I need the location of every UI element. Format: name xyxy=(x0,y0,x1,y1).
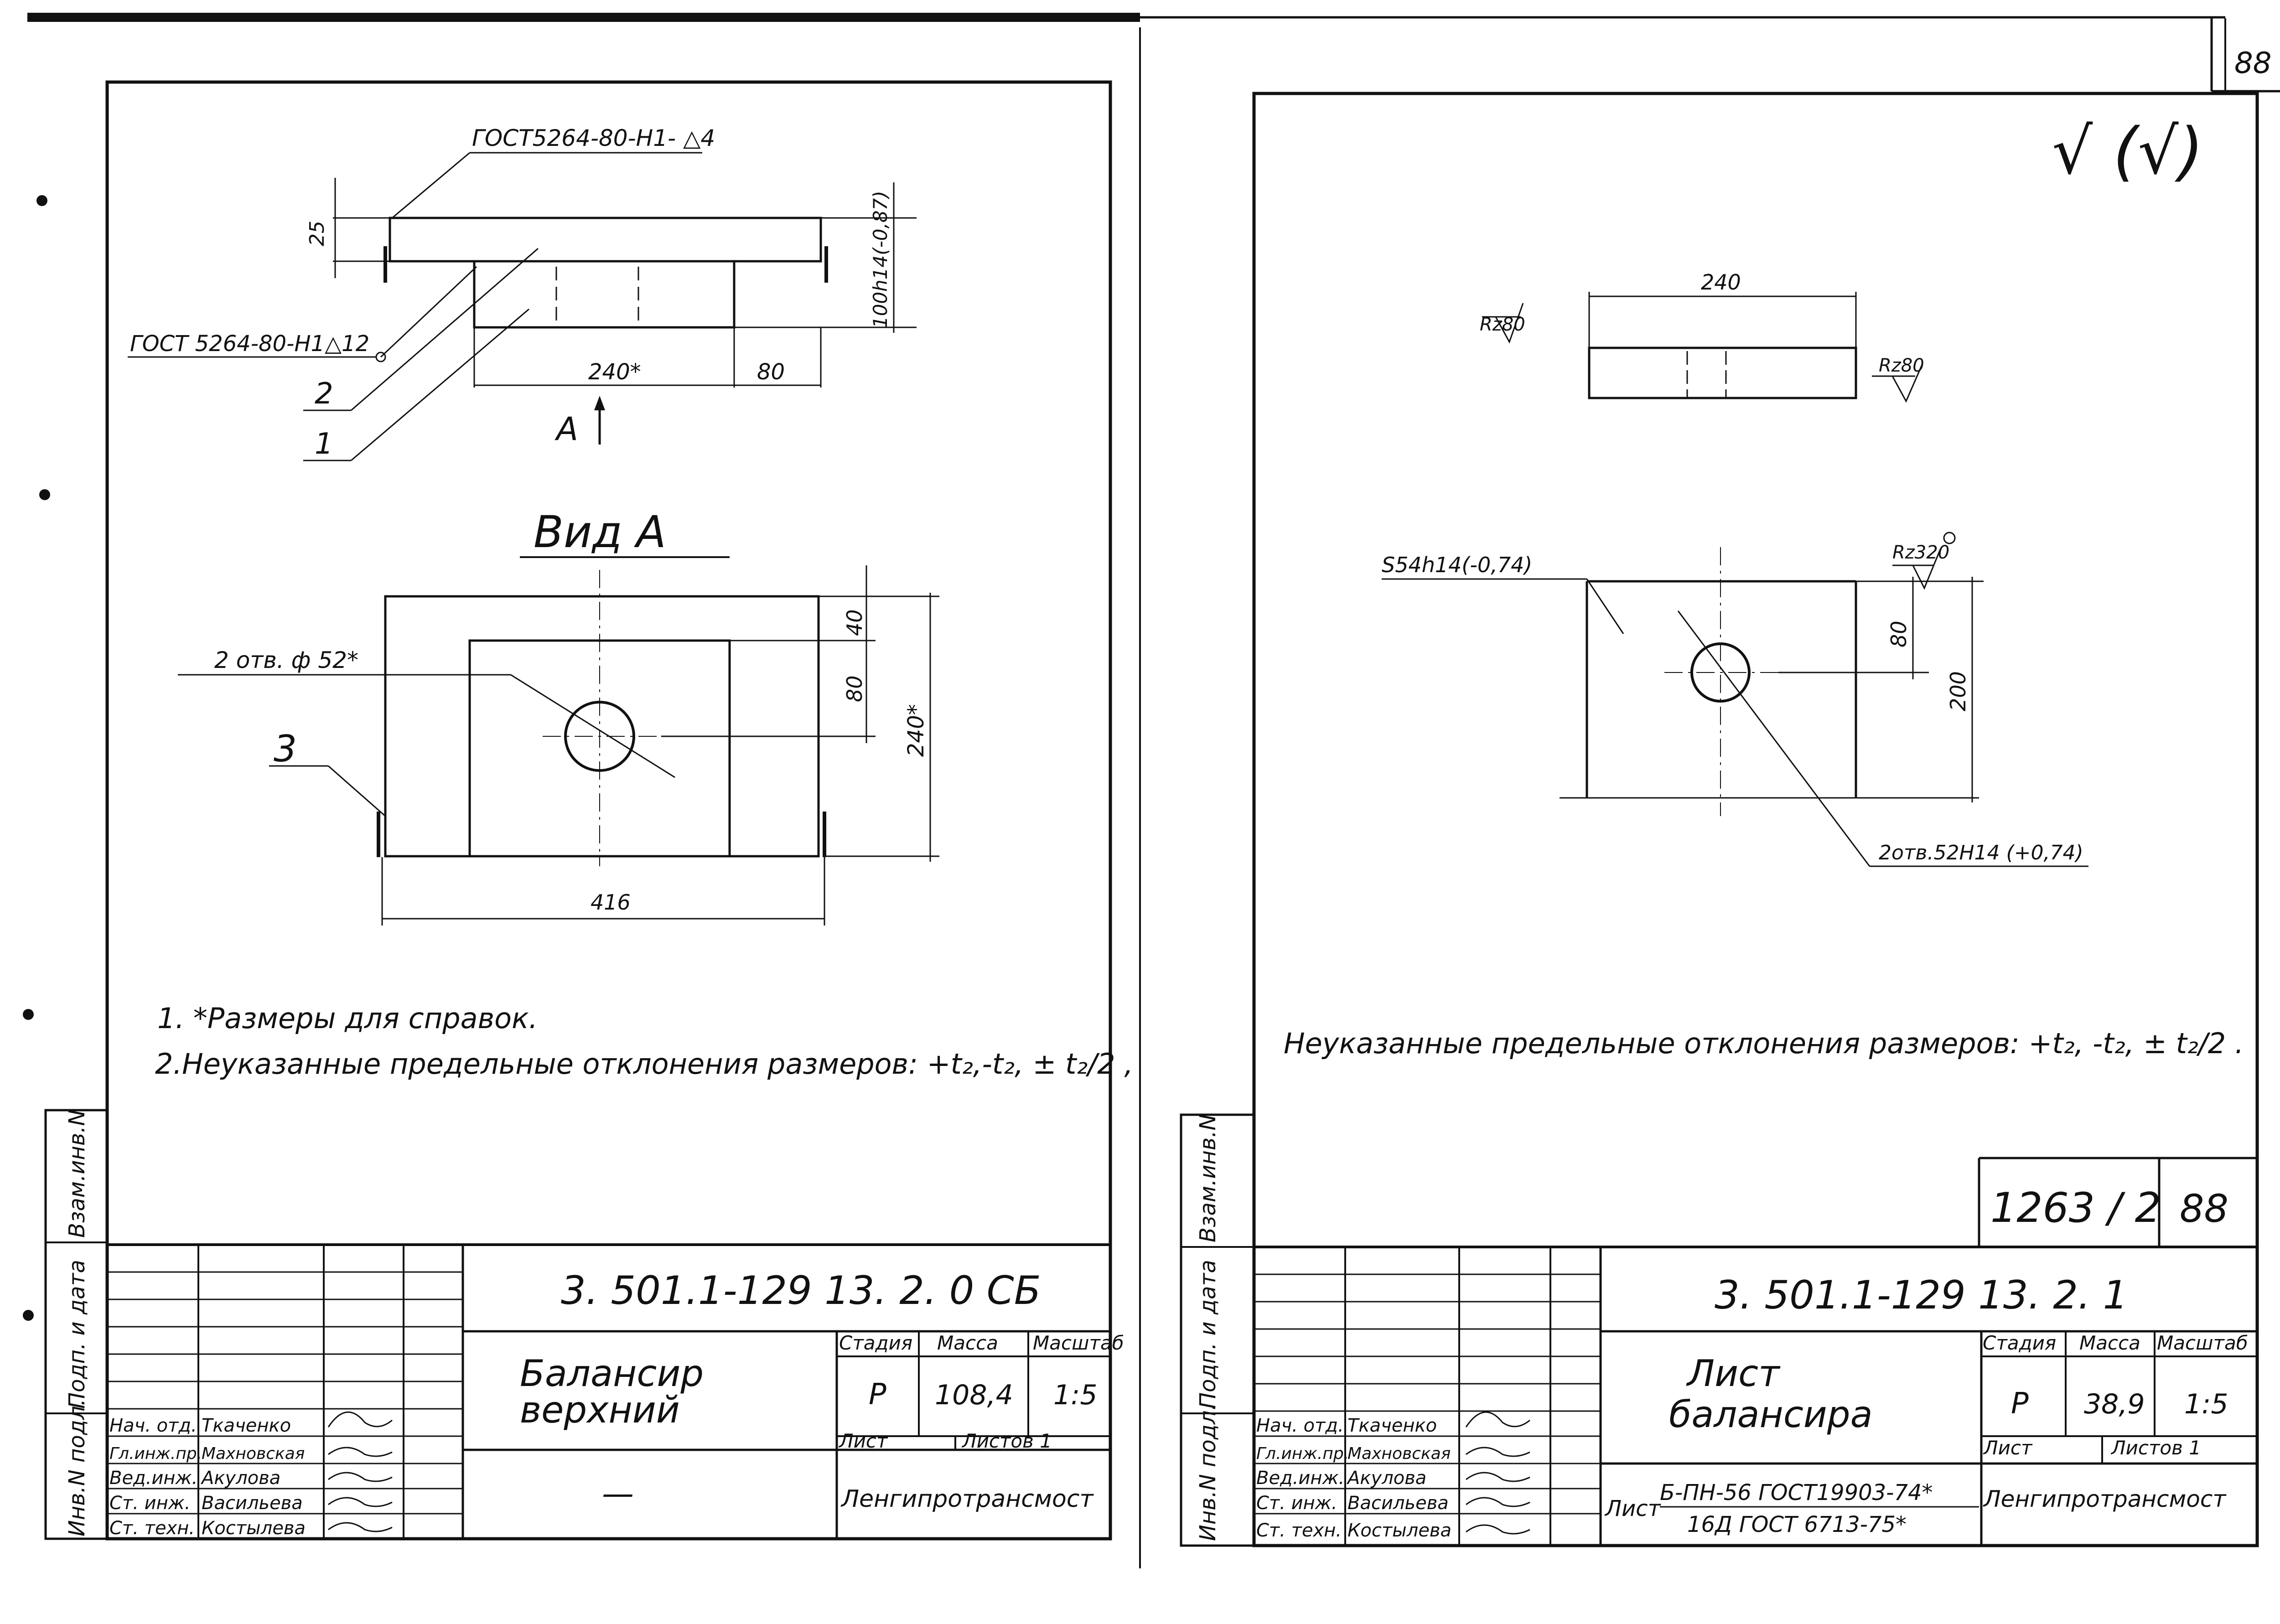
dim-240-vertical: 240* xyxy=(903,704,929,757)
right-mass: 38,9 xyxy=(2084,1388,2145,1420)
rz80-right: Rz80 xyxy=(1879,355,1924,376)
left-title-1: Балансир xyxy=(520,1352,704,1395)
right-dim-240: 240 xyxy=(1701,270,1741,295)
punch-dot xyxy=(39,489,50,500)
right-material-prefix: Лист xyxy=(1604,1496,1662,1521)
position-label-2: 2 xyxy=(315,377,333,411)
dim-80-vertical: 80 xyxy=(842,675,867,702)
hole-circle xyxy=(564,701,635,772)
right-doc-number: 3. 501.1-129 13. 2. 1 xyxy=(1715,1272,2128,1318)
note-2: 2.Неуказанные предельные отклонения разм… xyxy=(155,1047,1133,1081)
top-bar xyxy=(27,13,1140,22)
left-signer-role-4: Ст. техн. xyxy=(109,1518,195,1539)
right-thickness: S54h14(-0,74) xyxy=(1382,553,1532,577)
left-doc-number: 3. 501.1-129 13. 2. 0 СБ xyxy=(561,1268,1041,1314)
right-dim-200: 200 xyxy=(1946,671,1970,711)
right-side-label-3: Инв.N подл. xyxy=(1195,1403,1221,1541)
left-signer-role-3: Ст. инж. xyxy=(109,1493,191,1514)
left-sheet-label: Лист xyxy=(838,1430,888,1452)
position-label-3: 3 xyxy=(274,728,297,770)
right-signer-role-3: Ст. инж. xyxy=(1256,1493,1337,1514)
punch-dot xyxy=(36,195,47,206)
page-number: 88 xyxy=(2234,47,2271,80)
reg-number: 1263 / 2 xyxy=(1990,1184,2161,1232)
right-scale: 1:5 xyxy=(2184,1388,2228,1420)
left-col-mass: Масса xyxy=(937,1332,998,1354)
left-scale: 1:5 xyxy=(1053,1379,1098,1411)
left-mass: 108,4 xyxy=(935,1379,1013,1411)
punch-dot xyxy=(23,1310,34,1321)
left-sheets-label: Листов 1 xyxy=(961,1430,1052,1452)
dim-240-star: 240* xyxy=(588,359,641,385)
punch-dot xyxy=(23,1009,34,1020)
left-org: Ленгипротрансмост xyxy=(840,1485,1094,1513)
right-signer-name-1: Махновская xyxy=(1347,1444,1451,1463)
left-col-stage: Стадия xyxy=(839,1332,912,1354)
right-org: Ленгипротрансмост xyxy=(1983,1486,2227,1512)
weld-top-note: ГОСТ5264-80-Н1- △4 xyxy=(472,125,715,151)
rz320: Rz320 xyxy=(1892,542,1949,563)
left-side-label-2: Подп. и дата xyxy=(64,1260,90,1409)
right-side-label-1: Взам.инв.N xyxy=(1195,1114,1221,1242)
right-sheet-label: Лист xyxy=(1983,1437,2033,1459)
right-signer-role-2: Вед.инж. xyxy=(1256,1468,1344,1489)
right-signer-name-3: Васильева xyxy=(1347,1493,1449,1514)
dim-25: 25 xyxy=(306,221,329,246)
position-label-1: 1 xyxy=(315,427,333,461)
left-title-block: Нач. отд. Ткаченко Гл.инж.пр. Махновская… xyxy=(107,1243,1124,1539)
dim-40: 40 xyxy=(842,609,867,636)
left-signer-name-1: Махновская xyxy=(202,1444,305,1463)
right-col-stage: Стадия xyxy=(1983,1332,2056,1354)
view-arrow-label: А xyxy=(554,410,578,448)
left-signer-role-0: Нач. отд. xyxy=(109,1415,197,1436)
left-side-label-3: Инв.N подл. xyxy=(64,1399,90,1536)
left-material: — xyxy=(602,1475,634,1512)
roughness-symbol: √ (√) xyxy=(2052,114,2203,189)
right-holes-note: 2отв.52H14 (+0,74) xyxy=(1879,841,2083,864)
left-signer-name-3: Васильева xyxy=(202,1493,303,1514)
right-title-1: Лист xyxy=(1686,1352,1781,1395)
right-material-1: Б-ПН-56 ГОСТ19903-74* xyxy=(1660,1480,1933,1505)
left-col-scale: Масштаб xyxy=(1033,1332,1124,1354)
left-sheet: Взам.инв.N Подп. и дата Инв.N подл. 25 1… xyxy=(44,80,1133,1541)
right-signer-role-0: Нач. отд. xyxy=(1256,1415,1344,1436)
right-signer-name-4: Костылева xyxy=(1347,1520,1451,1541)
dim-80: 80 xyxy=(757,359,785,385)
reg-page: 88 xyxy=(2180,1186,2228,1231)
right-col-mass: Масса xyxy=(2079,1332,2140,1354)
rz80-left: Rz80 xyxy=(1480,314,1525,335)
holes-note: 2 отв. ф 52* xyxy=(214,647,358,673)
left-side-label-1: Взам.инв.N xyxy=(64,1110,90,1238)
left-stage: Р xyxy=(869,1378,886,1412)
right-side-label-2: Подп. и дата xyxy=(1195,1260,1221,1409)
right-signer-role-1: Гл.инж.пр. xyxy=(1256,1444,1349,1463)
right-note: Неуказанные предельные отклонения размер… xyxy=(1284,1027,2244,1060)
dim-100h14: 100h14(-0,87) xyxy=(869,191,891,328)
weld-left-note: ГОСТ 5264-80-Н1△12 xyxy=(130,331,369,357)
right-title-block: Нач. отд. Ткаченко Гл.инж.пр. Махновская… xyxy=(1254,1246,2257,1546)
right-signer-role-4: Ст. техн. xyxy=(1256,1520,1342,1541)
right-signer-name-2: Акулова xyxy=(1346,1468,1426,1489)
right-sheets-label: Листов 1 xyxy=(2110,1437,2201,1459)
right-sheet: Взам.инв.N Подп. и дата Инв.N подл. √ (√… xyxy=(1180,92,2259,1547)
left-signer-role-1: Гл.инж.пр. xyxy=(109,1444,202,1463)
dim-416: 416 xyxy=(591,890,631,915)
left-signer-name-4: Костылева xyxy=(202,1518,306,1539)
left-signer-name-0: Ткаченко xyxy=(202,1415,291,1436)
right-stage: Р xyxy=(2011,1387,2029,1421)
right-hole-circle xyxy=(1690,642,1751,703)
right-col-scale: Масштаб xyxy=(2157,1332,2248,1354)
left-signer-name-2: Акулова xyxy=(200,1468,280,1489)
view-a-title: Вид А xyxy=(534,507,666,558)
note-1: 1. *Размеры для справок. xyxy=(157,1002,538,1035)
right-material-2: 16Д ГОСТ 6713-75* xyxy=(1687,1512,1907,1537)
right-title-2: балансира xyxy=(1669,1393,1873,1436)
left-title-2: верхний xyxy=(520,1389,680,1431)
right-dim-80: 80 xyxy=(1886,621,1911,647)
right-signer-name-0: Ткаченко xyxy=(1347,1415,1437,1436)
left-signer-role-2: Вед.инж. xyxy=(109,1468,197,1489)
